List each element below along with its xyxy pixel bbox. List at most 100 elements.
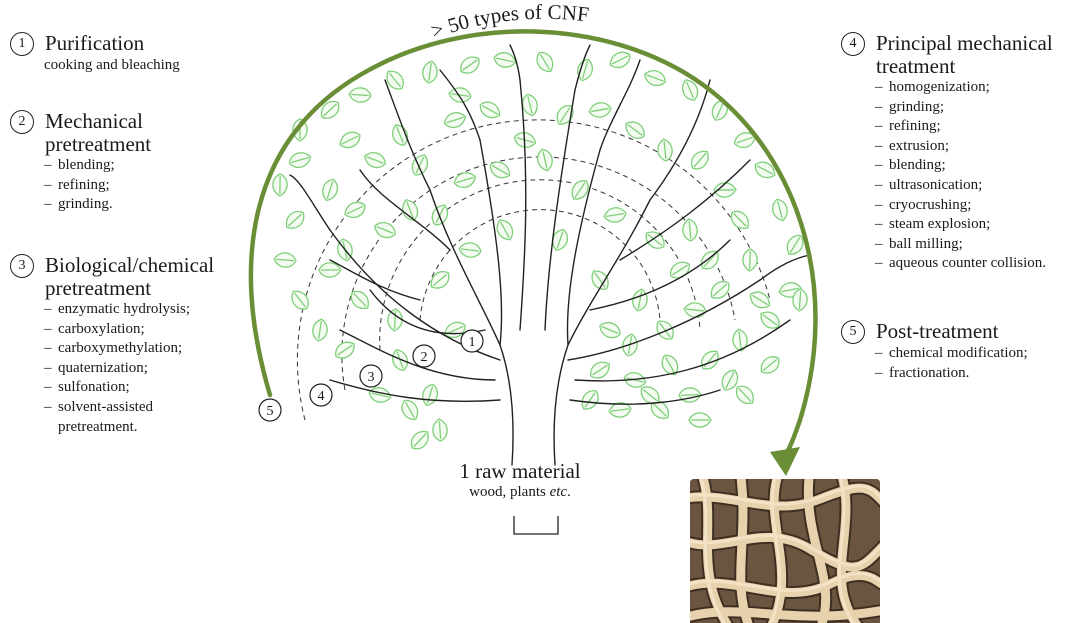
step-2-header: 2 Mechanical pretreatment	[10, 110, 151, 156]
leaf-icon	[452, 170, 477, 190]
leaf-icon	[332, 338, 358, 362]
leaf-icon	[349, 87, 372, 103]
step-3-list: –enzymatic hydrolysis; –carboxylation; –…	[44, 300, 214, 437]
list-item: –enzymatic hydrolysis;	[44, 300, 214, 320]
leaf-icon	[362, 149, 388, 170]
leaf-cluster	[273, 49, 808, 453]
step-3-title: Biological/chemical pretreatment	[45, 254, 214, 300]
step-2-number: 2	[10, 110, 34, 134]
step-4-block: 4 Principal mechanical treatment –homoge…	[841, 32, 1053, 274]
step-5-list: –chemical modification; –fractionation.	[875, 344, 1028, 383]
leaf-icon	[458, 242, 482, 259]
leaf-icon	[477, 98, 503, 121]
leaf-icon	[273, 174, 288, 196]
list-item: –blending;	[875, 156, 1053, 176]
top-arc-label: > 50 types of CNF	[428, 0, 590, 43]
leaf-icon	[657, 138, 673, 161]
raw-material-title: 1 raw material	[450, 459, 590, 483]
leaf-icon	[288, 287, 313, 313]
marker-3-label: 3	[368, 370, 375, 385]
list-item: –refining;	[875, 117, 1053, 137]
list-item: –homogenization;	[875, 78, 1053, 98]
leaf-icon	[689, 413, 711, 427]
leaf-icon	[553, 102, 577, 128]
leaf-icon	[389, 122, 410, 148]
step-4-list: –homogenization; –grinding; –refining; –…	[875, 78, 1053, 274]
step-3-block: 3 Biological/chemical pretreatment –enzy…	[10, 254, 214, 437]
list-item: –refining;	[44, 176, 151, 196]
step-4-title: Principal mechanical treatment	[876, 32, 1053, 78]
step-3-header: 3 Biological/chemical pretreatment	[10, 254, 214, 300]
leaf-icon	[421, 60, 438, 84]
leaf-icon	[578, 387, 602, 413]
leaf-icon	[642, 68, 668, 89]
raw-material-label: 1 raw material wood, plants etc.	[450, 459, 590, 501]
leaf-icon	[432, 419, 448, 442]
leaf-icon	[757, 308, 783, 332]
step-4-header: 4 Principal mechanical treatment	[841, 32, 1053, 78]
leaf-icon	[273, 252, 296, 268]
step-1-number: 1	[10, 32, 34, 56]
leaf-icon	[427, 267, 453, 292]
leaf-icon	[372, 219, 398, 240]
step-5-header: 5 Post-treatment	[841, 320, 1028, 344]
leaf-icon	[770, 198, 789, 223]
marker-5-label: 5	[267, 404, 274, 419]
tree-base	[514, 516, 558, 534]
step-2-block: 2 Mechanical pretreatment –blending; –re…	[10, 110, 151, 215]
list-item: –carboxylation;	[44, 320, 214, 340]
leaf-icon	[747, 288, 773, 312]
leaf-icon	[420, 382, 440, 407]
leaf-icon	[320, 177, 340, 202]
leaf-icon	[568, 177, 592, 203]
list-item: –steam explosion;	[875, 215, 1053, 235]
list-item: –aqueous counter collision.	[875, 254, 1053, 274]
list-item: –ball milling;	[875, 235, 1053, 255]
step-1-title: Purification	[45, 32, 144, 55]
leaf-icon	[757, 353, 783, 378]
leaf-icon	[337, 129, 363, 151]
step-4-number: 4	[841, 32, 865, 56]
leaf-icon	[653, 317, 678, 343]
leaf-icon	[494, 217, 517, 243]
step-1-header: 1 Purification	[10, 32, 180, 56]
list-item: –sulfonation;	[44, 378, 214, 398]
step-1-block: 1 Purification cooking and bleaching	[10, 32, 180, 74]
list-item: –cryocrushing;	[875, 196, 1053, 216]
leaf-icon	[607, 49, 633, 72]
leaf-icon	[687, 147, 712, 173]
leaf-icon	[448, 86, 472, 103]
leaf-icon	[407, 427, 432, 453]
leaf-icon	[742, 249, 757, 271]
leaf-icon	[679, 387, 702, 402]
raw-material-subtitle: wood, plants etc.	[450, 483, 590, 501]
list-item: –grinding;	[875, 98, 1053, 118]
list-item: –extrusion;	[875, 137, 1053, 157]
leaf-icon	[347, 287, 373, 313]
list-item: –fractionation.	[875, 364, 1028, 384]
leaf-icon	[487, 158, 513, 181]
list-item: –quaternization;	[44, 359, 214, 379]
step-5-title: Post-treatment	[876, 320, 998, 343]
marker-4-label: 4	[318, 389, 325, 404]
leaf-icon	[409, 152, 431, 178]
leaf-icon	[597, 319, 623, 341]
step-2-list: –blending; –refining; –grinding.	[44, 156, 151, 215]
list-item: –solvent-assisted pretreatment.	[44, 398, 214, 437]
cnf-fiber-image	[690, 479, 880, 623]
leaf-icon	[457, 53, 483, 77]
step-2-title: Mechanical pretreatment	[45, 110, 151, 156]
arrow-head-icon	[770, 447, 800, 476]
leaf-icon	[399, 197, 420, 223]
leaf-icon	[533, 49, 557, 75]
leaf-icon	[587, 358, 613, 382]
leaf-icon	[282, 207, 308, 232]
leaf-icon	[732, 382, 757, 408]
leaf-icon	[622, 118, 648, 143]
leaf-icon	[311, 318, 329, 342]
leaf-icon	[390, 347, 411, 373]
leaf-icon	[536, 148, 555, 173]
list-item: –blending;	[44, 156, 151, 176]
step-5-number: 5	[841, 320, 865, 344]
leaf-icon	[387, 309, 402, 332]
